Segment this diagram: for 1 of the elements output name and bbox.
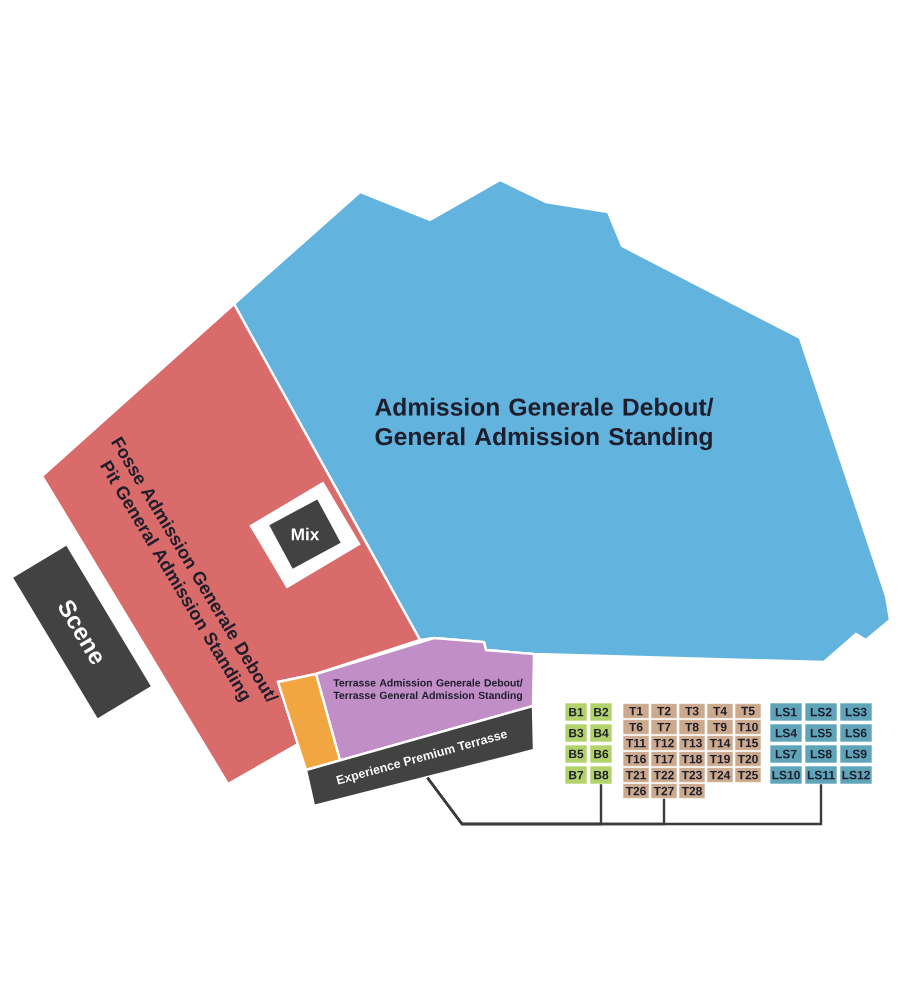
leader-line xyxy=(426,776,823,826)
